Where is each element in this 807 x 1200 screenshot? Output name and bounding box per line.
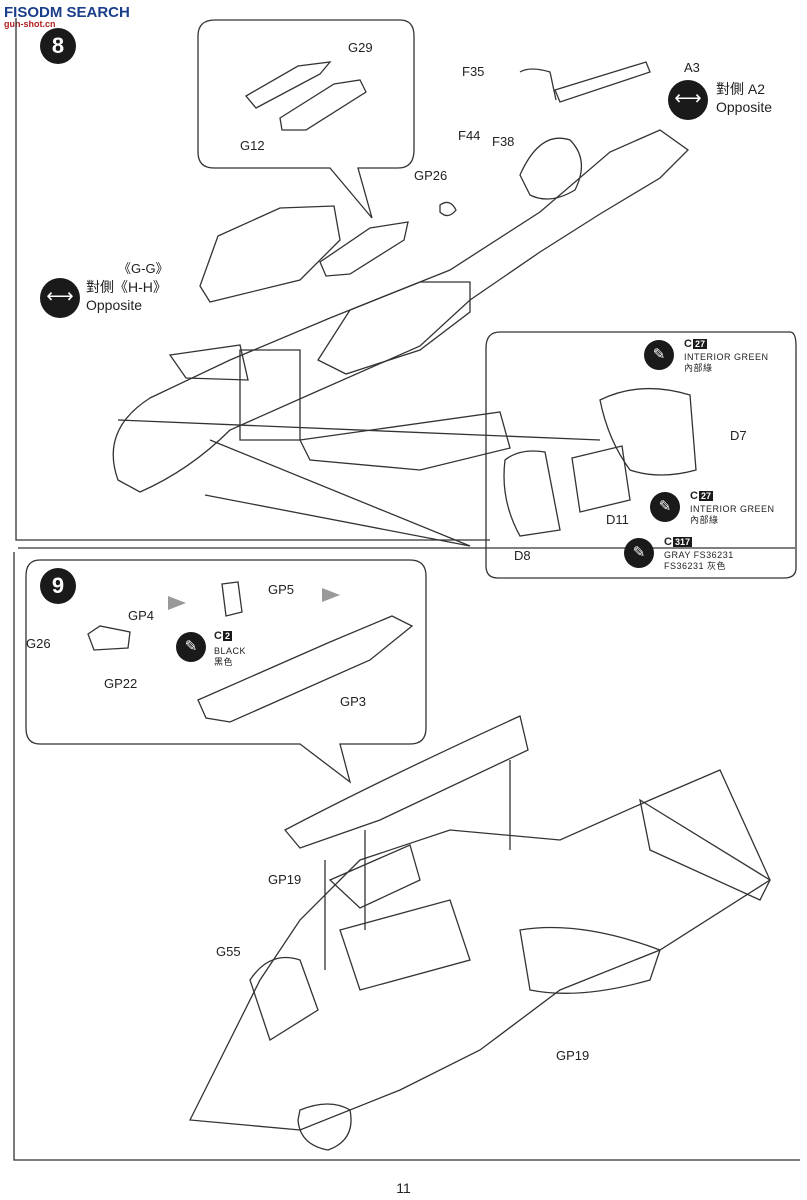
watermark: FISODM SEARCH gun-shot.cn: [4, 4, 130, 29]
part-label-gp19-bottom: GP19: [556, 1048, 590, 1063]
part-label-g55: G55: [216, 944, 241, 959]
part-label-f35: F35: [462, 64, 485, 79]
opposite-hh-label: 對側《H-H》 Opposite: [86, 278, 167, 314]
step8-border: [15, 18, 490, 541]
part-label-gp19-top: GP19: [268, 872, 302, 887]
detail-bubble-g29: [197, 19, 415, 219]
part-label-gp22: GP22: [104, 676, 138, 691]
part-d11: [571, 445, 631, 513]
opposite-a2-indicator: ⟷: [668, 80, 708, 120]
fuselage-step9: [188, 769, 771, 1131]
opposite-a2-en: Opposite: [716, 99, 773, 115]
paint-callout-3: ✎: [624, 538, 654, 568]
brush-icon: ✎: [632, 544, 646, 561]
double-arrow-icon: ⟷: [674, 88, 702, 109]
opposite-a2-cn: 對側 A2: [716, 81, 766, 97]
fuselage-step8: [112, 129, 690, 493]
paint-callout-1: ✎: [644, 340, 674, 370]
wing-lower: [299, 411, 511, 471]
wheel: [519, 137, 582, 200]
wing-step9: [639, 798, 771, 901]
part-label-g29: G29: [348, 40, 373, 55]
opposite-a2-label: 對側 A2 Opposite: [716, 80, 772, 116]
page-number: 11: [396, 1180, 411, 1196]
part-label-gg: 《G-G》: [118, 261, 169, 276]
windscreen: [249, 956, 319, 1041]
opposite-hh-cn: 對側《H-H》: [86, 279, 167, 295]
brush-icon: ✎: [652, 346, 666, 363]
part-gp3: [197, 615, 414, 723]
engine-nacelle-step9: [519, 926, 661, 994]
opposite-hh-indicator: ⟷: [40, 278, 80, 318]
part-label-d8: D8: [514, 548, 531, 563]
opposite-hh-en: Opposite: [86, 297, 143, 313]
paint-callout-2: ✎: [650, 492, 680, 522]
part-g26: [87, 625, 131, 651]
part-label-g12: G12: [240, 138, 265, 153]
brush-icon: ✎: [658, 498, 672, 515]
paint-callout-black: ✎: [176, 632, 206, 662]
part-gp5: [221, 581, 243, 617]
part-a3: [554, 61, 651, 103]
step9-border: [13, 552, 800, 1161]
part-label-gp5: GP5: [268, 582, 295, 597]
double-arrow-icon: ⟷: [46, 286, 74, 307]
part-label-d7: D7: [730, 428, 747, 443]
part-d8: [503, 450, 561, 537]
part-label-d11: D11: [606, 512, 629, 527]
step-number-8: 8: [40, 28, 76, 64]
bulkhead: [239, 349, 301, 441]
part-label-gp3: GP3: [340, 694, 367, 709]
canopy: [283, 715, 529, 849]
detail-bubble-gp3: [25, 559, 427, 784]
engine-nacelle-gg: [199, 205, 341, 303]
part-label-f38: F38: [492, 134, 515, 149]
nose-wheel: [297, 1103, 352, 1151]
part-label-a3: A3: [684, 60, 700, 75]
part-label-f44: F44: [458, 128, 481, 143]
detail-bubble-d7: [485, 331, 797, 579]
part-label-gp4: GP4: [128, 608, 155, 623]
part-label-g26: G26: [26, 636, 51, 651]
brush-icon: ✎: [184, 638, 198, 655]
part-d7: [599, 387, 697, 476]
part-label-gp26: GP26: [414, 168, 448, 183]
step-number-9: 9: [40, 568, 76, 604]
